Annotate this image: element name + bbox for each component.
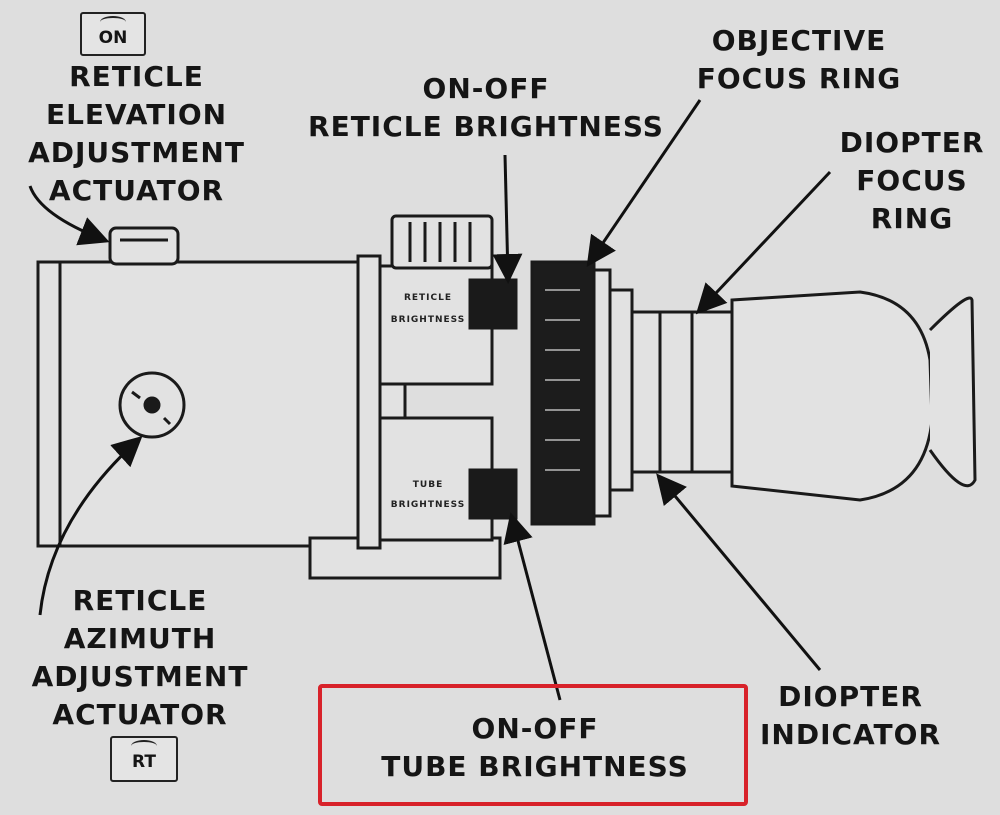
label-line: OBJECTIVE <box>711 24 887 57</box>
tube-brightness-switch <box>468 468 518 520</box>
label-line: RETICLE <box>69 60 204 93</box>
base-plate <box>308 536 502 580</box>
on-badge: ON <box>80 12 146 56</box>
main-housing <box>36 260 370 548</box>
eyecup <box>730 290 934 502</box>
label-line: ON-OFF <box>471 712 599 745</box>
label-line: ACTUATOR <box>52 698 228 731</box>
arrow-objective-focus <box>586 99 702 267</box>
label-line: ON-OFF <box>422 72 550 105</box>
label-line: ACTUATOR <box>48 174 225 207</box>
label-reticle-brightness: ON-OFF RETICLE BRIGHTNESS <box>296 70 676 146</box>
label-line: TUBE BRIGHTNESS <box>381 750 689 783</box>
highlight-box <box>318 684 748 806</box>
label-diopter-indicator: DIOPTER INDICATOR <box>748 678 953 754</box>
arrow-azimuth <box>38 435 143 616</box>
label-line: ELEVATION <box>45 98 228 131</box>
reticle-brightness-switch <box>468 278 518 330</box>
label-tube-brightness: ON-OFF TUBE BRIGHTNESS <box>330 710 740 786</box>
label-reticle-elevation: RETICLE ELEVATION ADJUSTMENT ACTUATOR <box>14 58 259 210</box>
rt-badge-text: RT <box>132 752 156 772</box>
panel-tube-text: TUBE BRIGHTNESS <box>388 480 468 510</box>
battery-cap <box>390 214 494 270</box>
label-diopter-focus: DIOPTER FOCUS RING <box>832 124 992 238</box>
arrow-reticle-brightness <box>492 154 523 284</box>
control-module <box>356 254 382 550</box>
arrow-tube-brightness <box>503 512 562 701</box>
diopter-focus-ring <box>630 310 734 474</box>
label-line: FOCUS <box>856 164 968 197</box>
rotate-arrow-icon <box>131 740 157 752</box>
arrow-diopter-indicator <box>656 473 822 671</box>
label-line: DIOPTER <box>839 126 985 159</box>
label-line: RETICLE <box>72 584 208 617</box>
panel-tube-line1: TUBE <box>412 480 444 490</box>
panel-reticle-text: RETICLE BRIGHTNESS <box>388 293 468 325</box>
panel-reticle-line2: BRIGHTNESS <box>390 315 466 325</box>
label-reticle-azimuth: RETICLE AZIMUTH ADJUSTMENT ACTUATOR <box>20 582 260 734</box>
objective-focus-ring <box>530 260 596 526</box>
label-line: RING <box>870 202 954 235</box>
label-line: AZIMUTH <box>63 622 217 655</box>
label-objective-focus: OBJECTIVE FOCUS RING <box>684 22 914 98</box>
arrow-elevation <box>28 185 110 246</box>
elevation-actuator-knob <box>108 226 180 266</box>
on-badge-text: ON <box>98 28 128 48</box>
panel-reticle-line1: RETICLE <box>403 293 453 303</box>
label-line: FOCUS RING <box>696 62 902 95</box>
label-line: DIOPTER <box>778 680 923 713</box>
label-line: INDICATOR <box>759 718 942 751</box>
label-line: ADJUSTMENT <box>31 660 249 693</box>
rotate-arrow-icon <box>100 16 126 28</box>
rt-badge: RT <box>110 736 178 782</box>
label-line: ADJUSTMENT <box>28 136 245 169</box>
panel-tube-line2: BRIGHTNESS <box>390 500 466 510</box>
arrow-diopter-focus <box>695 170 832 315</box>
label-line: RETICLE BRIGHTNESS <box>308 110 664 143</box>
